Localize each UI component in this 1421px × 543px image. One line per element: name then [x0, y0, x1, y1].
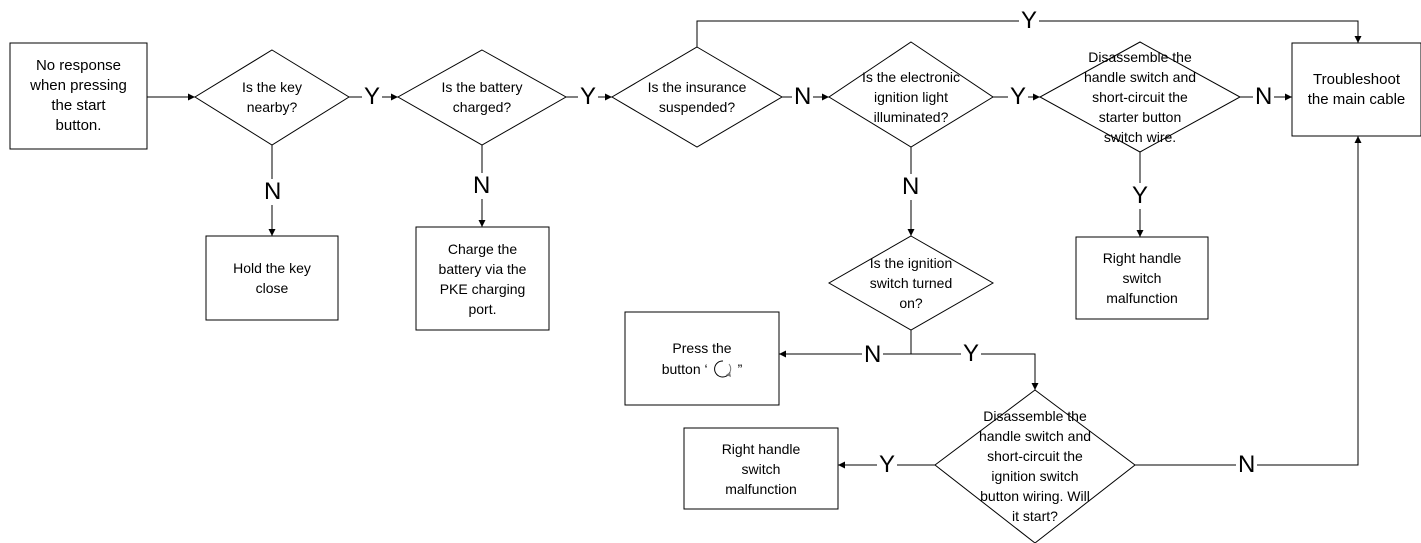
edge-ignition-switch-no [779, 330, 912, 358]
ignition-light-yes-label: Y [1008, 83, 1029, 110]
short-starter-label: Disassemble the handle switch and short-… [1083, 49, 1197, 145]
short-ignition-label: Disassemble the handle switch and short-… [978, 408, 1092, 524]
troubleshoot-cable-box [1291, 42, 1421, 137]
ignition-switch-label: Is the ignition switch turned on? [869, 255, 953, 311]
troubleshoot-cable-label: Troubleshoot the main cable [1307, 70, 1406, 108]
press-button-line2-post: ” [737, 360, 743, 377]
key-yes-label: Y [362, 83, 383, 110]
key-no-label: N [262, 178, 284, 205]
start-label: No response when pressing the start butt… [30, 57, 127, 134]
charge-battery-box [415, 226, 550, 331]
hold-key-box [205, 235, 339, 321]
battery-no-label: N [471, 172, 493, 199]
battery-charged-label: Is the battery charged? [441, 79, 523, 115]
ignition-short-no-label: N [1236, 451, 1258, 478]
press-button-line1: Press the [672, 339, 732, 356]
ignition-switch-yes-label: Y [961, 340, 982, 367]
ignition-short-yes-label: Y [877, 451, 898, 478]
right-handle-label-2: Right handle switch malfunction [721, 440, 801, 497]
ignition-switch-no-label: N [862, 341, 884, 368]
right-handle-box-1 [1075, 236, 1209, 320]
insurance-no-label: N [792, 83, 814, 110]
starter-yes-label: Y [1130, 182, 1151, 209]
circular-arrow-icon [713, 359, 731, 377]
ignition-light-no-label: N [900, 173, 922, 200]
right-handle-label-1: Right handle switch malfunction [1102, 250, 1182, 306]
insurance-suspended-label: Is the insurance suspended? [647, 79, 747, 115]
ignition-light-label: Is the electronic ignition light illumin… [861, 69, 961, 125]
press-button-label: Press the button ‘ ” [625, 312, 779, 405]
press-button-box [624, 311, 780, 406]
insurance-suspended-diamond [611, 46, 783, 148]
start-box [9, 42, 148, 150]
short-ignition-diamond [934, 389, 1136, 543]
insurance-yes-label: Y [1019, 7, 1040, 34]
starter-no-label: N [1253, 83, 1275, 110]
key-nearby-label: Is the key nearby? [242, 79, 302, 115]
battery-yes-label: Y [578, 83, 599, 110]
edge-ignition-short-no [1135, 136, 1362, 466]
charge-battery-label: Charge the battery via the PKE charging … [438, 240, 527, 317]
press-button-line2-pre: button ‘ [661, 360, 708, 377]
press-button-line2: button ‘ ” [661, 358, 743, 380]
hold-key-label: Hold the key close [233, 260, 311, 296]
right-handle-box-2 [683, 427, 839, 510]
